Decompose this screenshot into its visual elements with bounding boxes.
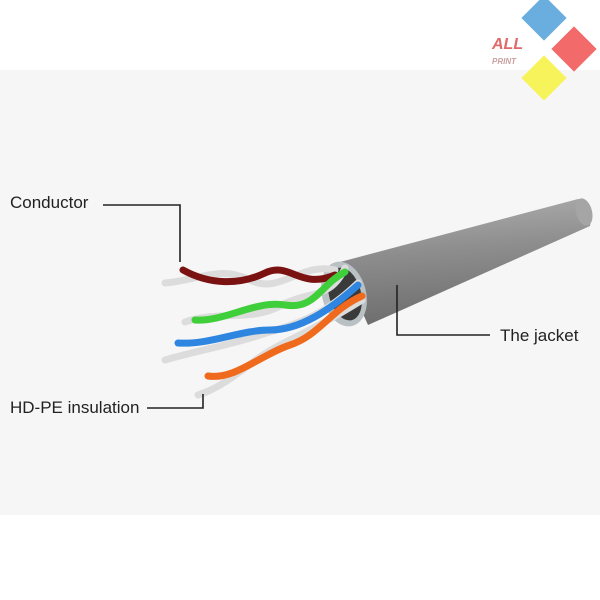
leader-lines [103, 204, 490, 409]
wire-green [191, 268, 349, 324]
insulation-leader [147, 394, 204, 409]
insulation-label: HD-PE insulation [10, 398, 140, 417]
jacket-label: The jacket [500, 326, 579, 345]
conductor-label: Conductor [10, 193, 89, 212]
jacket-leader [396, 285, 490, 336]
wire-brown [179, 266, 339, 286]
conductor-leader [103, 204, 181, 262]
wire-blue [174, 281, 362, 347]
cable-jacket [321, 198, 593, 327]
wire-orange [204, 292, 366, 380]
logo-mark-top: ALL [491, 36, 523, 53]
logo-mark-bottom: PRINT [492, 57, 517, 66]
twisted-pairs [161, 264, 366, 399]
logo: ALL PRINT [491, 0, 597, 101]
background-band [0, 70, 600, 515]
